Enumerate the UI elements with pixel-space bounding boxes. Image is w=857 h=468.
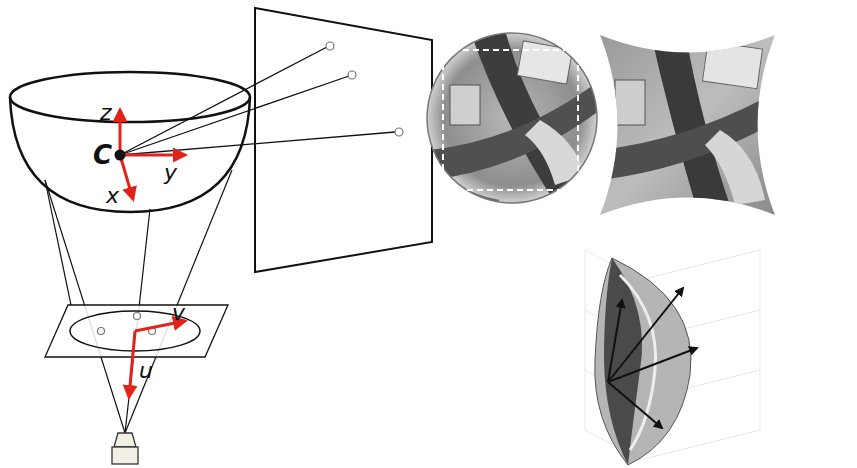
image-axes	[129, 321, 185, 397]
rays	[120, 47, 395, 155]
scene-points	[326, 42, 403, 136]
projection-plane	[255, 8, 432, 272]
camera	[112, 433, 138, 464]
mirror-axes	[120, 110, 185, 199]
axis-label: y	[164, 162, 177, 184]
unwarped-image	[600, 30, 780, 220]
camera-rays	[45, 170, 232, 433]
axis-label: v	[172, 302, 185, 324]
image-plane	[45, 180, 228, 357]
axis-label: C	[93, 142, 112, 168]
sphere-plot	[585, 250, 760, 465]
axis-label: u	[139, 360, 153, 382]
viewpoint	[115, 150, 126, 161]
axis-label: z	[100, 102, 112, 124]
axis-label: x	[106, 185, 119, 207]
omni-image	[427, 30, 600, 210]
mirror	[10, 72, 250, 212]
